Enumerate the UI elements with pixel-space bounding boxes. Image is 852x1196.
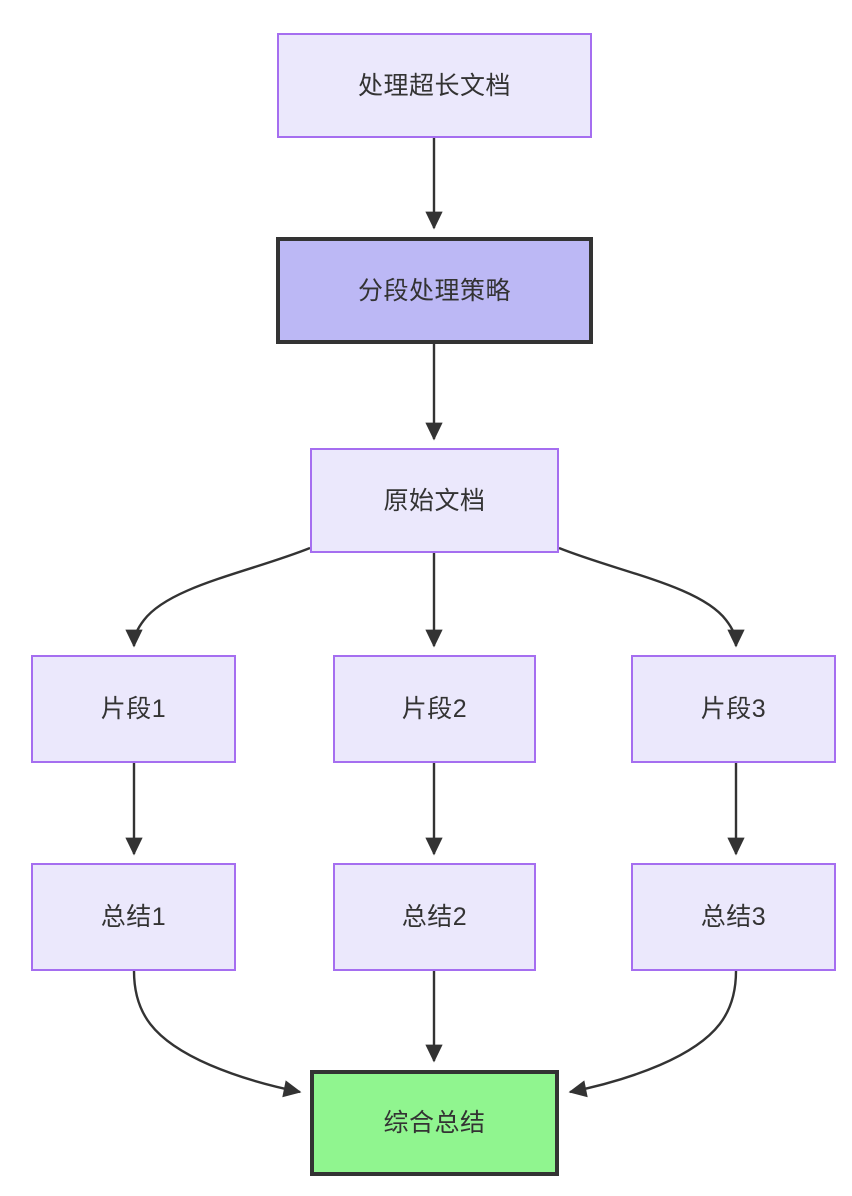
node-chunk-1[interactable]: 片段1 xyxy=(31,655,236,763)
node-process-long-document[interactable]: 处理超长文档 xyxy=(277,33,592,138)
node-label: 处理超长文档 xyxy=(357,71,511,100)
edge-sum3-final xyxy=(568,970,738,1098)
node-label: 片段1 xyxy=(100,695,167,723)
node-summary-3[interactable]: 总结3 xyxy=(631,863,836,971)
node-label: 片段3 xyxy=(700,695,767,723)
node-label: 综合总结 xyxy=(383,1109,486,1137)
edge-doc_src-chunk1 xyxy=(125,546,311,648)
node-chunking-strategy[interactable]: 分段处理策略 xyxy=(276,237,593,344)
edge-doc_src-chunk3 xyxy=(558,546,745,648)
node-final-summary[interactable]: 综合总结 xyxy=(310,1070,559,1176)
node-label: 片段2 xyxy=(401,695,468,723)
node-label: 原始文档 xyxy=(383,486,486,515)
node-summary-1[interactable]: 总结1 xyxy=(31,863,236,971)
node-label: 分段处理策略 xyxy=(357,276,511,305)
node-label: 总结3 xyxy=(700,903,767,931)
node-chunk-2[interactable]: 片段2 xyxy=(333,655,536,763)
node-chunk-3[interactable]: 片段3 xyxy=(631,655,836,763)
node-summary-2[interactable]: 总结2 xyxy=(333,863,536,971)
node-label: 总结2 xyxy=(401,903,468,931)
edge-sum1-final xyxy=(132,970,302,1098)
node-label: 总结1 xyxy=(100,903,167,931)
node-source-document[interactable]: 原始文档 xyxy=(310,448,559,553)
